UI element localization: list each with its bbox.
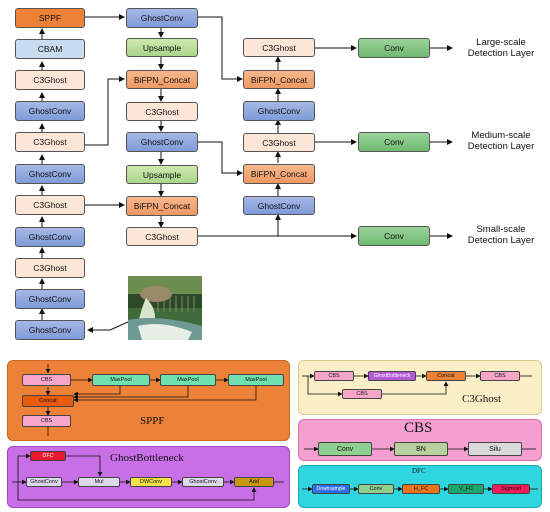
backbone-c3ghost-4: C3Ghost — [15, 258, 85, 278]
neck2-c3ghost-1: C3Ghost — [243, 38, 315, 57]
output-large-line2: Detection Layer — [467, 48, 535, 59]
cbs-bn: BN — [394, 442, 448, 456]
c3ghost-cbs-3: CBS — [480, 371, 520, 381]
output-label-small: Small-scale Detection Layer — [455, 224, 547, 246]
neck-ghostconv-2: GhostConv — [126, 132, 198, 152]
dfc-h-fc: H_FC — [402, 484, 440, 494]
backbone-cbam: CBAM — [15, 39, 85, 59]
neck-bifpn-concat-2: BiFPN_Concat — [126, 196, 198, 216]
sppf-cbs-1: CBS — [22, 374, 71, 386]
panel-c3ghost — [298, 360, 542, 415]
backbone-c3ghost-1: C3Ghost — [15, 70, 85, 90]
output-label-large: Large-scale Detection Layer — [455, 37, 547, 59]
backbone-sppf: SPPF — [15, 8, 85, 28]
neck-upsample-1: Upsample — [126, 38, 198, 57]
neck-bifpn-concat-1: BiFPN_Concat — [126, 70, 198, 89]
c3ghost-ghostbottleneck: GhostBottleneck — [368, 371, 416, 381]
c3ghost-panel-title: C3Ghost — [462, 393, 502, 405]
dfc-v-fc: V_FC — [448, 484, 484, 494]
head-conv-large: Conv — [358, 38, 430, 58]
ghostbottleneck-dwconv: DWConv — [130, 477, 172, 487]
c3ghost-cbs-1: CBS — [314, 371, 354, 381]
sppf-maxpool-1: MaxPool — [92, 374, 150, 386]
neck2-ghostconv-1: GhostConv — [243, 101, 315, 121]
dfc-sigmoid: Sigmoid — [492, 484, 530, 494]
cbs-panel-title: CBS — [404, 420, 433, 436]
backbone-ghostconv-3: GhostConv — [15, 227, 85, 247]
c3ghost-cbs-2: CBS — [342, 389, 382, 399]
sppf-maxpool-3: MaxPool — [228, 374, 284, 386]
ghostbottleneck-dfc: DFC — [30, 451, 66, 461]
output-label-medium: Medium-scale Detection Layer — [455, 130, 547, 152]
output-medium-line1: Medium-scale — [471, 130, 531, 141]
head-conv-small: Conv — [358, 226, 430, 246]
neck2-bifpn-concat-1: BiFPN_Concat — [243, 70, 315, 89]
sppf-concat: Concat — [22, 395, 74, 407]
neck2-ghostconv-2: GhostConv — [243, 196, 315, 215]
dfc-panel-title: DFC — [412, 467, 426, 475]
neck-c3ghost-1: C3Ghost — [126, 102, 198, 121]
neck-ghostconv-1: GhostConv — [126, 8, 198, 28]
sppf-panel-title: SPPF — [140, 415, 165, 427]
c3ghost-concat: Concat — [426, 371, 466, 381]
ghostbottleneck-panel-title: GhostBottleneck — [110, 452, 184, 464]
sppf-maxpool-2: MaxPool — [160, 374, 216, 386]
dfc-downsample: Downsample — [312, 484, 350, 494]
dfc-conv: Conv — [358, 484, 394, 494]
neck-c3ghost-2: C3Ghost — [126, 227, 198, 246]
neck2-bifpn-concat-2: BiFPN_Concat — [243, 164, 315, 184]
ghostbottleneck-ghostconv-2: GhostConv — [182, 477, 224, 487]
ghostbottleneck-ghostconv-1: GhostConv — [26, 477, 62, 487]
output-small-line1: Small-scale — [476, 224, 526, 235]
neck2-c3ghost-2: C3Ghost — [243, 133, 315, 152]
cbs-silu: Silu — [468, 442, 522, 456]
backbone-c3ghost-2: C3Ghost — [15, 132, 85, 152]
backbone-ghostconv-5: GhostConv — [15, 320, 85, 340]
backbone-c3ghost-3: C3Ghost — [15, 195, 85, 215]
ghostbottleneck-add: Add — [234, 477, 274, 487]
cbs-conv: Conv — [318, 442, 372, 456]
output-large-line1: Large-scale — [476, 37, 526, 48]
backbone-ghostconv-2: GhostConv — [15, 164, 85, 184]
head-conv-medium: Conv — [358, 132, 430, 152]
neck-upsample-2: Upsample — [126, 165, 198, 184]
ghostbottleneck-mul: Mul — [78, 477, 120, 487]
output-small-line2: Detection Layer — [467, 235, 535, 246]
input-image — [128, 276, 202, 340]
backbone-ghostconv-4: GhostConv — [15, 289, 85, 309]
sppf-cbs-2: CBS — [22, 415, 71, 427]
output-medium-line2: Detection Layer — [467, 141, 535, 152]
backbone-ghostconv-1: GhostConv — [15, 101, 85, 121]
